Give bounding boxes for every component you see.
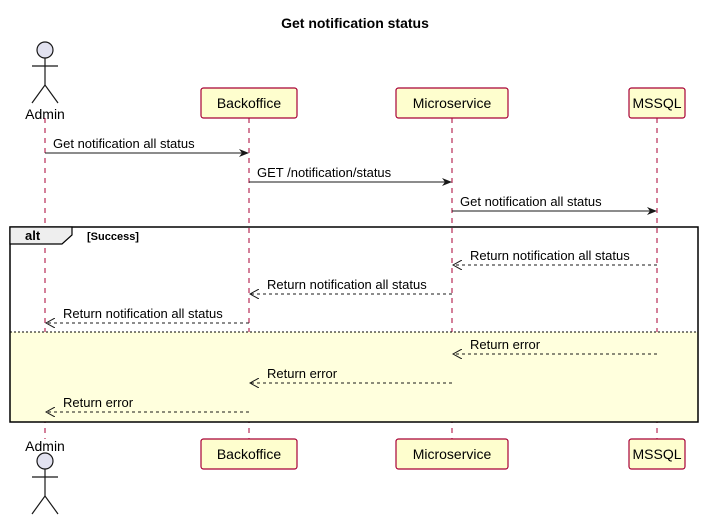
actor-admin-top: Admin	[25, 41, 65, 122]
participant-box	[628, 438, 686, 470]
alt-tab	[9, 226, 73, 245]
participant-box	[200, 438, 298, 470]
message-label: Get notification all status	[53, 136, 195, 151]
alt-condition: [Success]	[87, 231, 139, 243]
alt-else-region	[10, 332, 698, 422]
actor-figure-icon	[31, 452, 59, 515]
participant-box	[200, 87, 298, 119]
participant-label: MSSQL	[632, 446, 681, 462]
message-label: GET /notification/status	[257, 165, 392, 180]
message-label: Return error	[63, 395, 134, 410]
actor-label: Admin	[25, 438, 65, 454]
participant-box	[628, 87, 686, 119]
participant-microservice-bottom: Microservice	[395, 438, 509, 470]
actor-admin-bottom: Admin	[25, 438, 65, 515]
message-label: Return notification all status	[470, 248, 630, 263]
alt-frame	[9, 226, 699, 423]
actor-label: Admin	[25, 106, 65, 122]
alt-label: alt	[25, 228, 41, 243]
participant-backoffice-bottom: Backoffice	[200, 438, 298, 470]
participant-microservice-top: Microservice	[395, 87, 509, 119]
participant-mssql-top: MSSQL	[628, 87, 686, 119]
actor-figure-icon	[31, 41, 59, 104]
message-label: Return error	[470, 337, 541, 352]
participant-backoffice-top: Backoffice	[200, 87, 298, 119]
message-label: Return error	[267, 366, 338, 381]
participant-label: Backoffice	[217, 95, 282, 111]
participant-box	[395, 87, 509, 119]
participant-label: Microservice	[413, 446, 492, 462]
participant-label: Backoffice	[217, 446, 282, 462]
message-label: Return notification all status	[267, 277, 427, 292]
message-label: Get notification all status	[460, 194, 602, 209]
diagram-title: Get notification status	[281, 15, 429, 31]
participant-label: Microservice	[413, 95, 492, 111]
participant-label: MSSQL	[632, 95, 681, 111]
message-label: Return notification all status	[63, 306, 223, 321]
participant-mssql-bottom: MSSQL	[628, 438, 686, 470]
participant-box	[395, 438, 509, 470]
